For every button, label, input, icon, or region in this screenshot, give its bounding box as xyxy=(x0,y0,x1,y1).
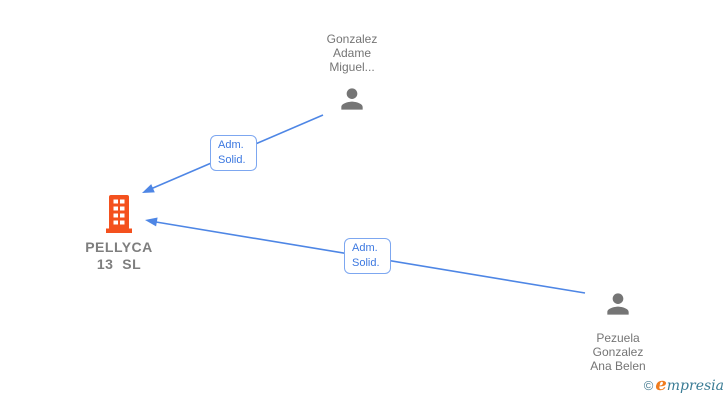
person-node-bottom-right[interactable]: Pezuela Gonzalez Ana Belen xyxy=(556,288,680,373)
relationship-label-top: Adm. Solid. xyxy=(210,135,257,171)
empresia-logo-text: empresia xyxy=(655,374,724,395)
empresia-logo-rest: mpresia xyxy=(666,378,724,394)
arrowhead-top-edge xyxy=(142,184,155,193)
person-name-line: Gonzalez xyxy=(592,345,644,359)
person-icon[interactable] xyxy=(336,83,368,120)
company-name-line: PELLYCA xyxy=(85,239,153,255)
person-name-line: Adame xyxy=(332,46,372,60)
arrowhead-bottom-edge xyxy=(145,217,158,227)
relationship-label-line: Solid. xyxy=(218,154,246,166)
person-name-line: Pezuela xyxy=(596,331,640,345)
company-node[interactable]: PELLYCA 13 SL xyxy=(59,194,179,273)
person-icon[interactable] xyxy=(602,288,634,325)
empresia-watermark[interactable]: © empresia xyxy=(644,374,724,395)
empresia-logo-initial: e xyxy=(655,374,667,395)
building-icon[interactable] xyxy=(59,194,179,239)
person-node-top[interactable]: Gonzalez Adame Miguel... xyxy=(290,32,414,120)
person-name-line: Gonzalez xyxy=(326,32,378,46)
copyright-icon: © xyxy=(643,378,654,393)
person-name-line: Ana Belen xyxy=(590,359,646,373)
relationship-label-bottom: Adm. Solid. xyxy=(344,238,391,274)
relationship-label-line: Adm. xyxy=(218,139,244,151)
relationship-label-line: Solid. xyxy=(352,257,380,269)
person-name-line: Miguel... xyxy=(329,60,375,74)
relationship-label-line: Adm. xyxy=(352,242,378,254)
company-name-line: 13 SL xyxy=(96,256,142,272)
